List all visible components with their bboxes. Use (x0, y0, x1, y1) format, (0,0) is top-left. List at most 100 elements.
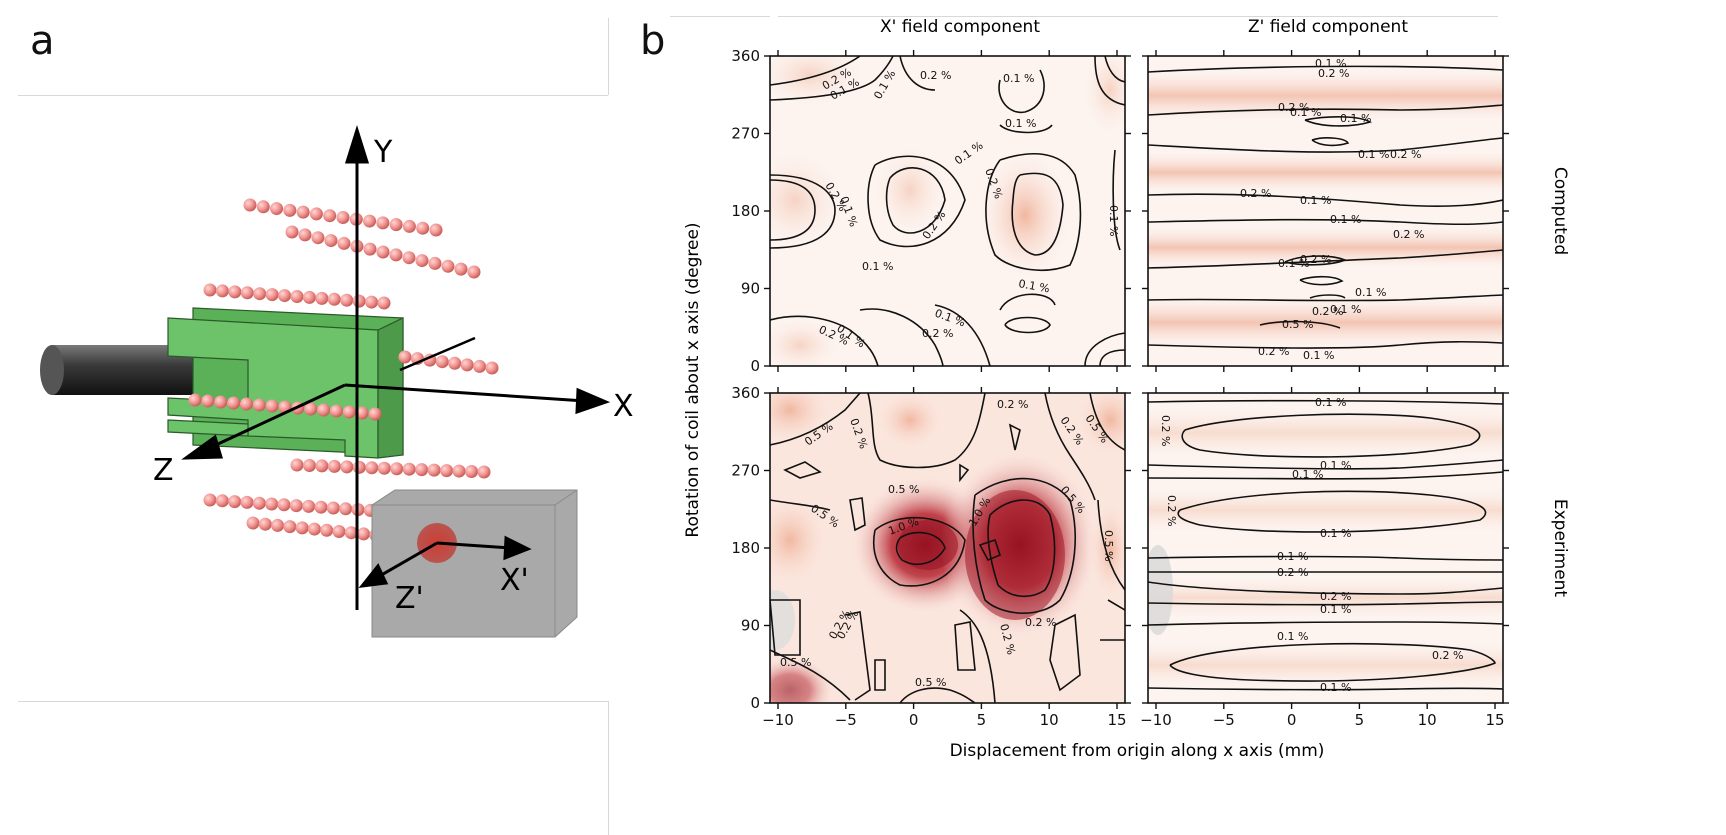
svg-text:0.1 %: 0.1 % (1355, 286, 1386, 299)
svg-text:0.1 %: 0.1 % (1300, 194, 1331, 207)
coil-bead (302, 499, 316, 513)
coil-bead (389, 218, 403, 232)
tick-label: 5 (977, 711, 987, 729)
svg-text:0.2 %: 0.2 % (1393, 228, 1424, 241)
axis-label-y: Y (373, 135, 393, 170)
coil-bead (256, 200, 270, 214)
coil-bead (265, 399, 279, 413)
svg-text:0.2 %: 0.2 % (1278, 101, 1309, 114)
coil-bead (278, 289, 292, 303)
coil-bead (415, 463, 429, 477)
coil-bead (227, 396, 241, 410)
svg-text:0.1 %: 0.1 % (862, 260, 893, 273)
svg-text:0.1 %: 0.1 % (1003, 72, 1034, 85)
tick-label: −5 (835, 711, 857, 729)
coil-bead (429, 223, 443, 237)
coil-bead (201, 394, 215, 408)
svg-text:0.5 %: 0.5 % (915, 676, 946, 689)
coil-bead (302, 290, 316, 304)
svg-text:0.1 %: 0.1 % (1330, 213, 1361, 226)
svg-text:0.1 %: 0.1 % (1358, 148, 1389, 161)
coil-bead (377, 296, 391, 310)
coil-bead (460, 358, 474, 372)
tick-label: 90 (741, 280, 760, 298)
heatmap-computed-zprime: 0.1 % 0.2 % 0.2 % 0.1 % 0.1 % 0.1 % 0.2 … (1147, 55, 1504, 367)
axis-label-x: X (613, 389, 634, 424)
coil-bead (365, 295, 379, 309)
svg-text:0.1 %: 0.1 % (1320, 603, 1351, 616)
y-axis-label: Rotation of coil about x axis (degree) (683, 222, 703, 537)
coil-bead (252, 398, 266, 412)
column-title-zprime: Z' field component (1248, 17, 1408, 37)
tick-label: 0 (1287, 711, 1297, 729)
coil-bead (188, 393, 202, 407)
coil-bead (265, 497, 279, 511)
svg-text:0.1 %: 0.1 % (1330, 303, 1361, 316)
svg-text:0.2 %: 0.2 % (1025, 616, 1056, 629)
coil-bead (304, 402, 318, 416)
row-title-experiment: Experiment (1550, 499, 1570, 598)
svg-text:0.1 %: 0.1 % (1278, 257, 1309, 270)
frame-line (608, 701, 609, 835)
coil-bead (440, 464, 454, 478)
coil-windings-back (203, 198, 481, 310)
coil-bead (435, 355, 449, 369)
coil-bead (215, 284, 229, 298)
coil-bead (265, 288, 279, 302)
axis-label-x-prime: X' (500, 563, 529, 598)
coil-bead (326, 501, 340, 515)
coil-bead (452, 464, 466, 478)
coil-bead (228, 495, 242, 509)
tick-label: 15 (1485, 711, 1504, 729)
coil-bead (342, 405, 356, 419)
svg-text:0.2 %: 0.2 % (922, 327, 953, 340)
coil-bead (465, 465, 479, 479)
tick-label: 15 (1107, 711, 1126, 729)
svg-text:0.1 %: 0.1 % (1277, 550, 1308, 563)
coil-bead (340, 460, 354, 474)
svg-text:0.1 %: 0.1 % (1292, 468, 1323, 481)
coil-bead (428, 256, 442, 270)
heatmap-computed-xprime: 0.2 % 0.1 % 0.1 % 0.2 % 0.1 % 0.1 % 0.1 … (769, 55, 1126, 367)
coil-bead (285, 225, 299, 239)
tick-label: 270 (731, 462, 760, 480)
coil-bead (402, 462, 416, 476)
x-axis-label: Displacement from origin along x axis (m… (950, 741, 1325, 761)
axis-label-z-prime: Z' (395, 581, 424, 616)
coil-bead (365, 461, 379, 475)
coil-bead (327, 459, 341, 473)
coil-bead (283, 520, 297, 534)
frame-line (670, 16, 770, 17)
coil-bead (363, 242, 377, 256)
coil-bead (314, 500, 328, 514)
heatmap-experiment-xprime: 0.5 % 0.2 % 0.2 % 0.2 % 0.5 % 0.5 % 0.5 … (769, 392, 1126, 704)
coil-bead (203, 283, 217, 297)
frame-line (18, 95, 608, 96)
svg-text:0.2 %: 0.2 % (1277, 566, 1308, 579)
coil-bead (415, 254, 429, 268)
coil-bead (277, 498, 291, 512)
svg-text:0.5 %: 0.5 % (1282, 318, 1313, 331)
svg-text:0.2 %: 0.2 % (1159, 415, 1172, 446)
svg-text:0.5 %: 0.5 % (1102, 530, 1115, 561)
svg-text:0.1 %: 0.1 % (1107, 205, 1120, 236)
coil-bead (467, 265, 481, 279)
tick-label: 5 (1355, 711, 1365, 729)
coil-bead (368, 407, 382, 421)
coil-bead (340, 293, 354, 307)
coil-bead (309, 207, 323, 221)
svg-text:0.1 %: 0.1 % (1290, 106, 1321, 119)
coil-bead (315, 459, 329, 473)
coil-bead (398, 350, 412, 364)
svg-text:0.1 %: 0.1 % (1340, 112, 1371, 125)
tick-label: 0 (750, 357, 760, 375)
svg-text:0.1 %: 0.1 % (1320, 459, 1351, 472)
tick-label: 180 (731, 202, 760, 220)
coil-bead (339, 502, 353, 516)
svg-text:0.2 %: 0.2 % (997, 398, 1028, 411)
coil-bead (271, 518, 285, 532)
panel-a-letter: a (30, 18, 55, 64)
svg-text:0.5 %: 0.5 % (780, 656, 811, 669)
coil-bead (290, 290, 304, 303)
